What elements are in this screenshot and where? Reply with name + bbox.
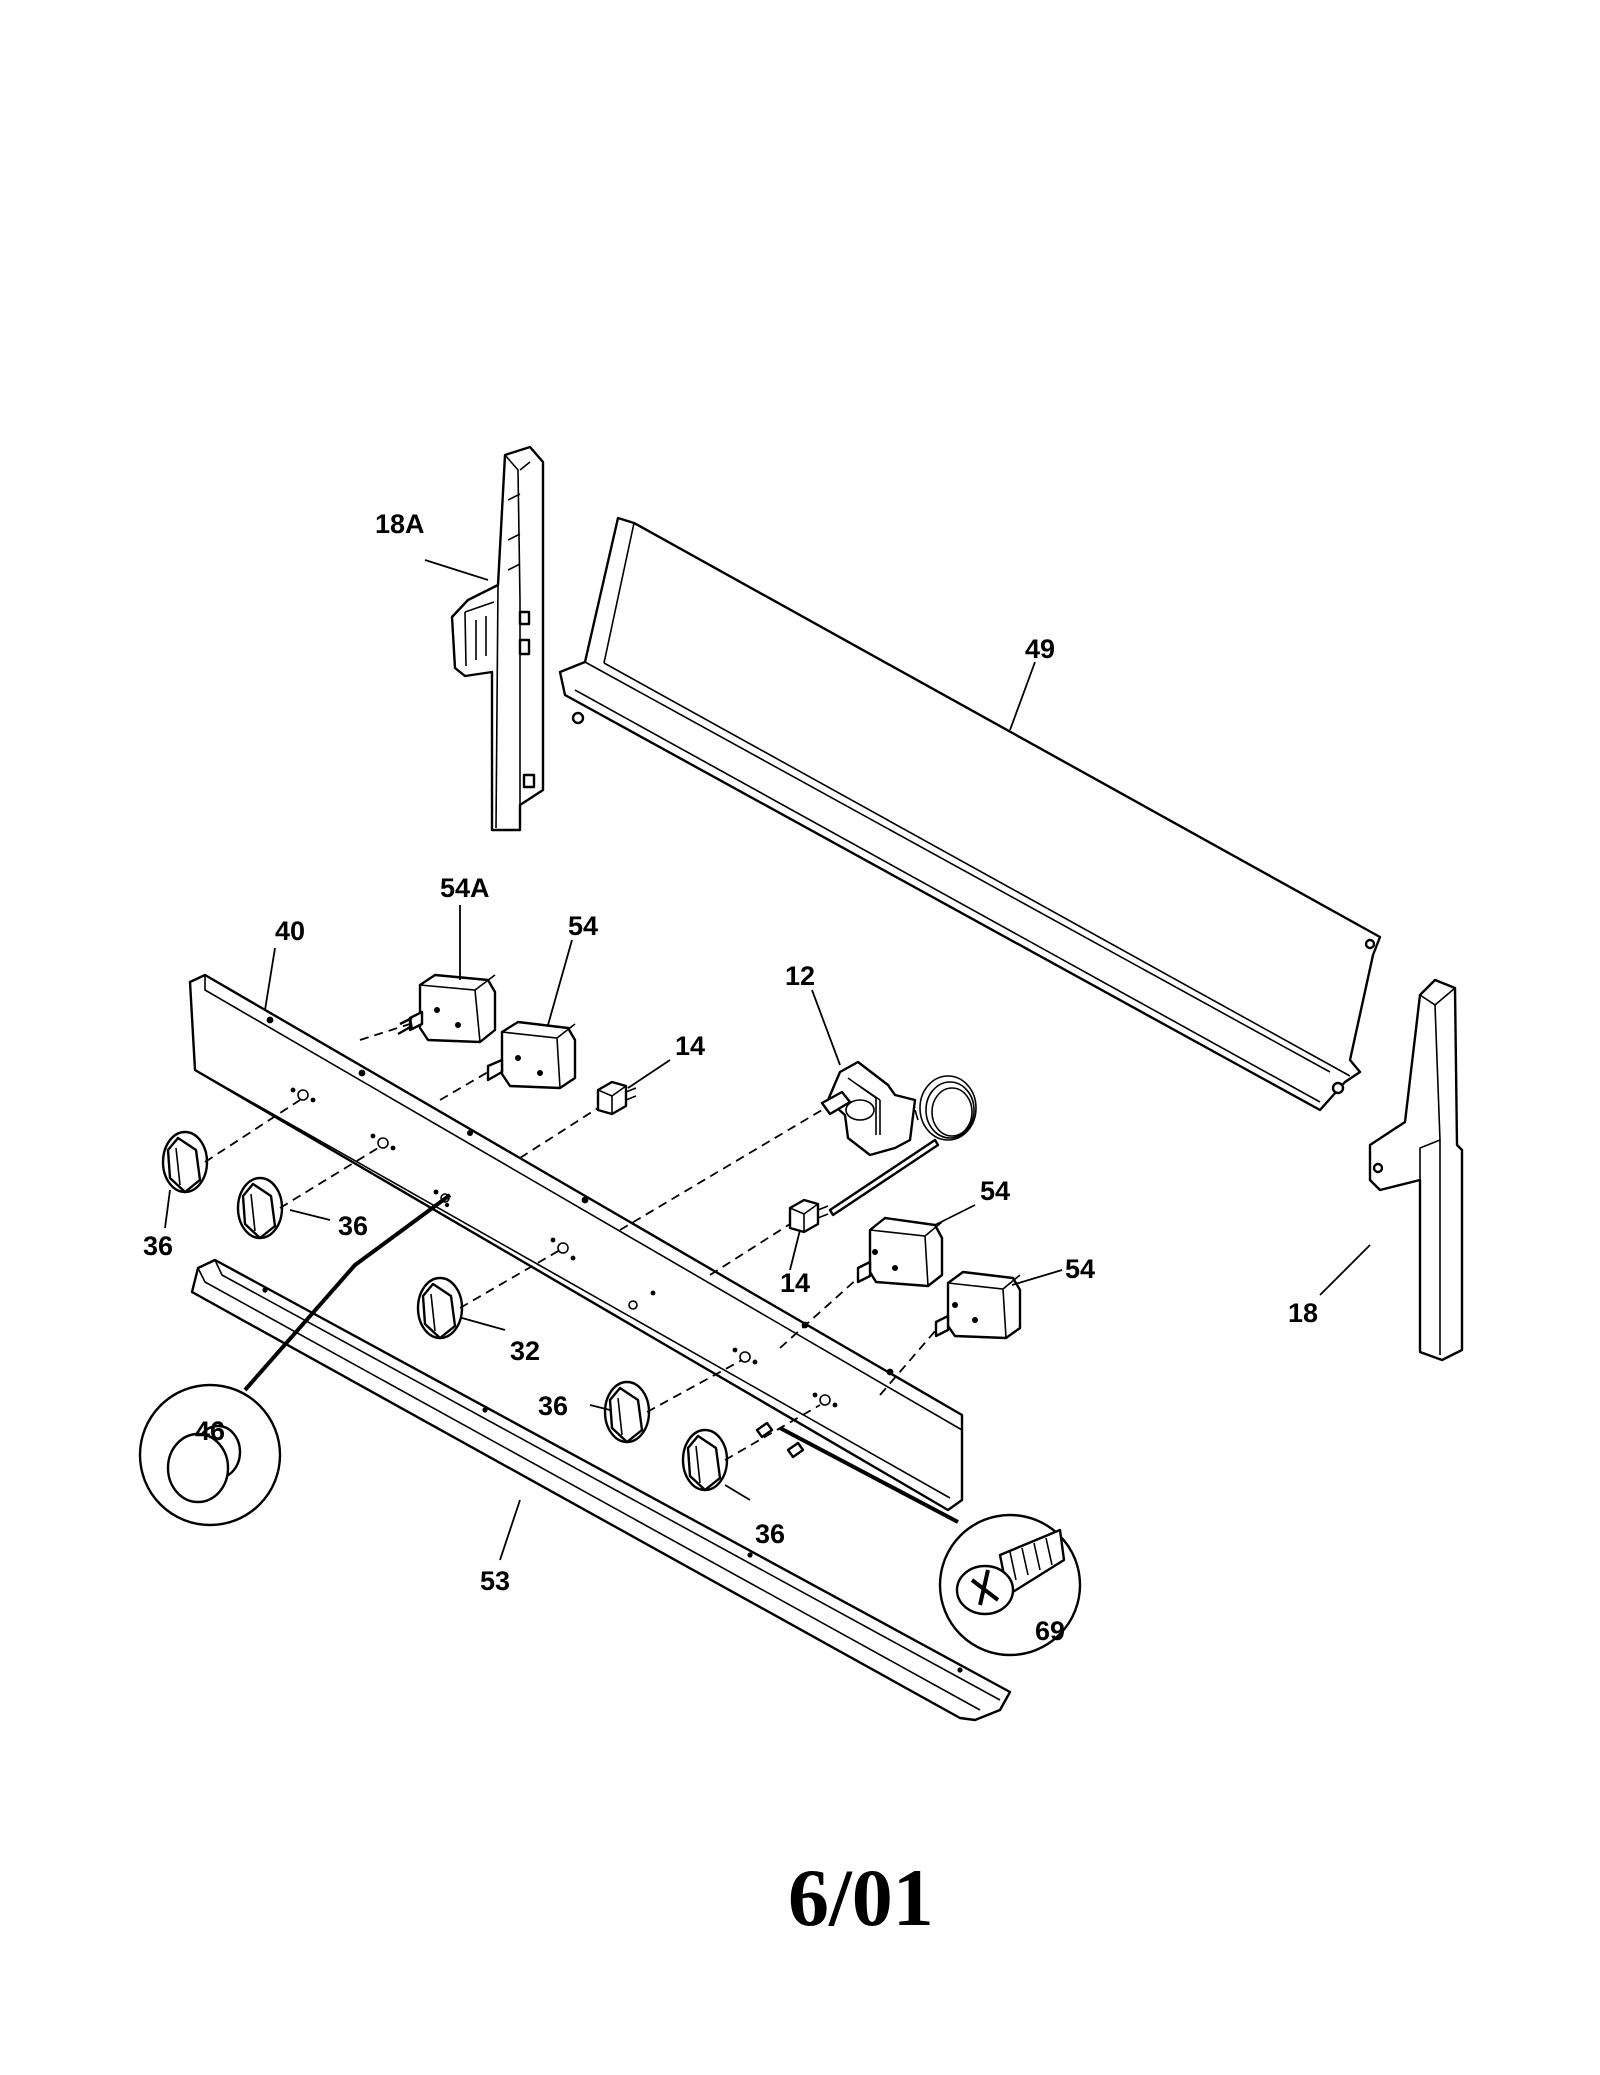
part-40-control-panel [188, 973, 964, 1512]
label-36-d: 36 [755, 1519, 785, 1549]
label-49: 49 [1025, 634, 1055, 664]
part-32-knob [416, 1276, 464, 1340]
label-46: 46 [195, 1416, 225, 1446]
label-54-mid: 54 [980, 1176, 1010, 1206]
label-leaders [164, 559, 1371, 1561]
label-36-c: 36 [538, 1391, 568, 1421]
label-40: 40 [275, 916, 305, 946]
part-14-indicator-bottom [788, 1198, 829, 1234]
detail-46-plug-button [138, 1193, 452, 1527]
detail-69-screw [779, 1426, 1082, 1657]
part-18a-left-end-bracket [450, 445, 545, 832]
part-36-knob-d [681, 1428, 729, 1492]
part-54-switch-top [486, 1020, 577, 1090]
label-14-top: 14 [675, 1031, 705, 1061]
part-54-switch-mid [856, 1216, 944, 1288]
part-49-backguard-panel [558, 516, 1382, 1112]
label-36-b: 36 [338, 1211, 368, 1241]
assembly-dashed-lines [204, 1023, 937, 1461]
label-18a: 18A [375, 509, 425, 539]
label-54-right: 54 [1065, 1254, 1095, 1284]
part-12-thermostat [820, 1060, 977, 1217]
part-36-knob-b [236, 1176, 284, 1240]
part-36-knob-a [161, 1130, 209, 1194]
label-18: 18 [1288, 1298, 1318, 1328]
capillary-tube-coil [919, 1075, 977, 1141]
part-53-lower-trim [190, 1258, 1012, 1722]
part-labels: 18A 49 54A 54 40 12 14 14 54 54 18 36 36… [143, 509, 1318, 1646]
label-12: 12 [785, 961, 815, 991]
label-14-bottom: 14 [780, 1268, 810, 1298]
label-54a: 54A [440, 873, 490, 903]
part-14-indicator-top [596, 1080, 637, 1116]
label-36-a: 36 [143, 1231, 173, 1261]
label-53: 53 [480, 1566, 510, 1596]
part-54a-switch [397, 973, 497, 1044]
revision-date-code: 6/01 [788, 1852, 934, 1943]
label-54-top: 54 [568, 911, 598, 941]
part-36-knob-c [603, 1380, 651, 1444]
part-54-switch-right [934, 1270, 1022, 1340]
small-screws [444, 1202, 805, 1459]
label-32: 32 [510, 1336, 540, 1366]
panel-mounting-holes [290, 1087, 838, 1408]
label-69: 69 [1035, 1616, 1065, 1646]
part-18-right-end-bracket [1368, 978, 1464, 1362]
